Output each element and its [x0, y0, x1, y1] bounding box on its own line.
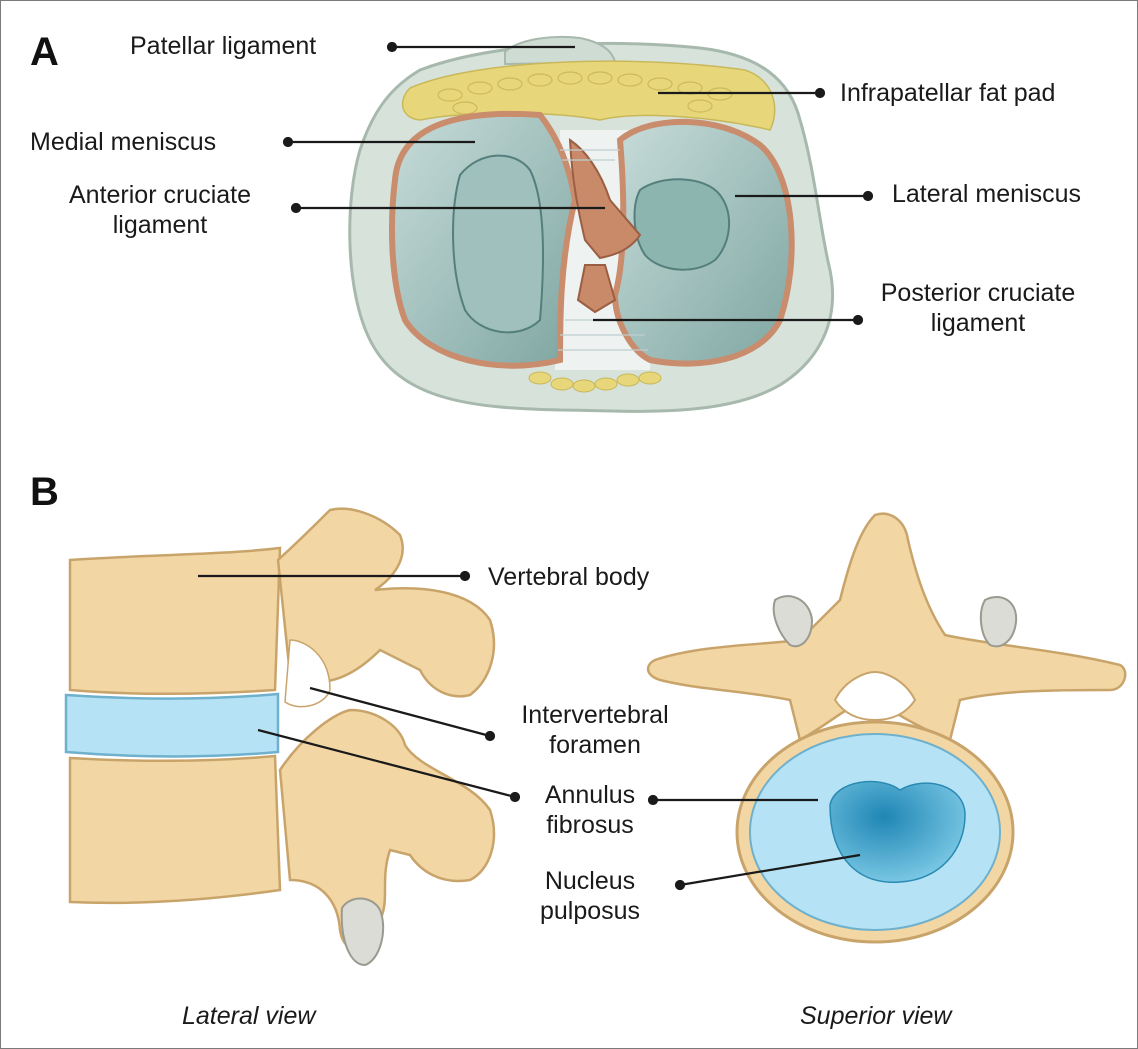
label-posterior-cruciate-line2: ligament	[848, 308, 1108, 338]
label-nucleus-line1: Nucleus	[520, 866, 660, 896]
label-anterior-cruciate-ligament: Anterior cruciate ligament	[40, 180, 280, 240]
label-lateral-meniscus: Lateral meniscus	[892, 179, 1081, 209]
label-annulus-line1: Annulus	[520, 780, 660, 810]
right-facet	[981, 597, 1016, 646]
label-intervertebral-foramen: Intervertebral foramen	[490, 700, 700, 760]
caption-superior-view: Superior view	[800, 1002, 951, 1031]
lateral-spine-illustration	[66, 509, 494, 965]
lower-vertebral-body	[70, 756, 280, 903]
label-annulus-line2: fibrosus	[520, 810, 660, 840]
label-anterior-cruciate-line2: ligament	[40, 210, 280, 240]
upper-vertebral-body	[70, 548, 280, 694]
label-intervertebral-line1: Intervertebral	[490, 700, 700, 730]
intervertebral-disc-lateral	[66, 694, 278, 757]
panel-b-letter: B	[30, 470, 59, 515]
label-vertebral-body: Vertebral body	[488, 562, 649, 592]
panel-a-letter: A	[30, 30, 59, 75]
caption-lateral-view: Lateral view	[182, 1002, 315, 1031]
label-posterior-cruciate-line1: Posterior cruciate	[848, 278, 1108, 308]
medial-tibial-surface	[453, 156, 543, 333]
label-patellar-ligament: Patellar ligament	[130, 31, 316, 61]
left-facet	[774, 596, 812, 646]
label-medial-meniscus: Medial meniscus	[30, 127, 216, 157]
patellar-ligament-shape	[505, 37, 615, 64]
label-posterior-cruciate-ligament: Posterior cruciate ligament	[848, 278, 1108, 338]
label-anterior-cruciate-line1: Anterior cruciate	[40, 180, 280, 210]
label-nucleus-line2: pulposus	[520, 896, 660, 926]
label-annulus-fibrosus: Annulus fibrosus	[520, 780, 660, 840]
lateral-tibial-surface	[635, 179, 730, 269]
lower-posterior-elements	[280, 710, 494, 948]
label-nucleus-pulposus: Nucleus pulposus	[520, 866, 660, 926]
label-intervertebral-line2: foramen	[490, 730, 700, 760]
facet-cartilage-lateral	[342, 898, 383, 965]
label-infrapatellar-fat-pad: Infrapatellar fat pad	[840, 78, 1055, 108]
